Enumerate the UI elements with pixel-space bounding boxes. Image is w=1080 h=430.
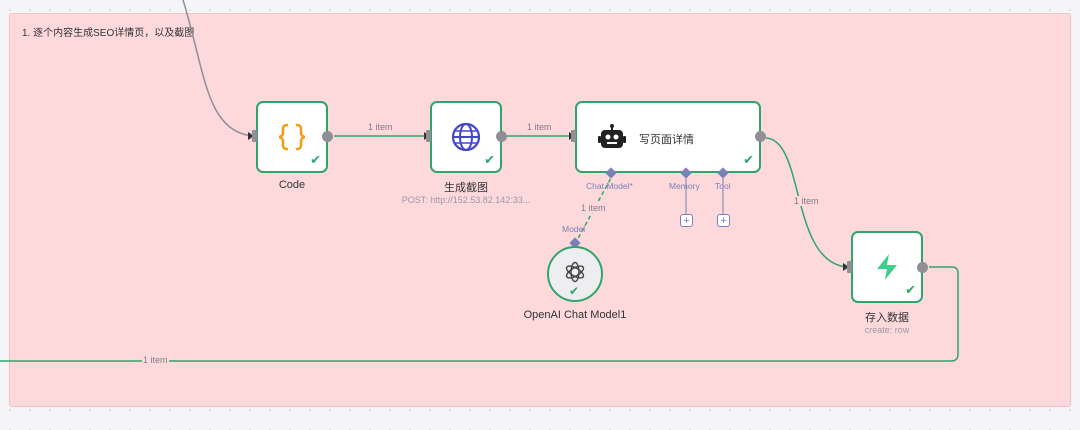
- save-node-subtitle: create: row: [864, 325, 910, 335]
- success-check-icon: ✔: [743, 152, 754, 167]
- incoming-wire: [182, 0, 253, 137]
- agent-output-handle[interactable]: [755, 131, 766, 142]
- success-check-icon: ✔: [569, 284, 580, 298]
- agent-node[interactable]: 写页面详情 ✔: [575, 101, 761, 173]
- tool-port-label: Tool: [715, 181, 731, 191]
- connection-label-2: 1 item: [526, 122, 553, 132]
- success-check-icon: ✔: [484, 152, 495, 167]
- model-port-label: Model: [562, 224, 586, 234]
- openai-node-title: OpenAI Chat Model1: [523, 309, 627, 321]
- wire-save-loop: [0, 266, 959, 362]
- code-input-handle[interactable]: [252, 130, 257, 142]
- openai-icon: [565, 261, 585, 283]
- save-node-title: 存入数据: [865, 312, 909, 324]
- screenshot-output-handle[interactable]: [496, 131, 507, 142]
- sticky-note-text: 1. 逐个内容生成SEO详情页，以及截图: [22, 28, 195, 39]
- connection-label-3: 1 item: [793, 196, 820, 206]
- code-output-handle[interactable]: [322, 131, 333, 142]
- screenshot-input-handle[interactable]: [426, 130, 431, 142]
- screenshot-node-subtitle: POST: http://152.53.82.142:33...: [401, 195, 531, 205]
- code-braces-icon: [278, 123, 306, 151]
- chat-model-port-label: Chat Model*: [586, 181, 633, 191]
- memory-port-label: Memory: [669, 181, 700, 191]
- connection-label-1: 1 item: [367, 122, 394, 132]
- success-check-icon: ✔: [905, 282, 916, 297]
- code-node-title: Code: [278, 179, 306, 191]
- supabase-icon: [877, 254, 897, 280]
- save-input-handle[interactable]: [847, 261, 852, 273]
- code-node[interactable]: ✔: [256, 101, 328, 173]
- connection-label-5: 1 item: [142, 355, 169, 365]
- globe-icon: [451, 122, 481, 152]
- openai-chat-model-node[interactable]: ✔: [547, 246, 603, 302]
- add-tool-button[interactable]: +: [717, 214, 730, 227]
- success-check-icon: ✔: [310, 152, 321, 167]
- add-memory-button[interactable]: +: [680, 214, 693, 227]
- save-output-handle[interactable]: [917, 262, 928, 273]
- screenshot-node-title: 生成截图: [444, 182, 488, 194]
- robot-icon: [598, 124, 626, 148]
- agent-input-handle[interactable]: [571, 130, 576, 142]
- connection-label-4: 1 item: [580, 203, 607, 213]
- sticky-note[interactable]: 1. 逐个内容生成SEO详情页，以及截图: [9, 13, 1071, 407]
- save-data-node[interactable]: ✔: [851, 231, 923, 303]
- agent-node-title: 写页面详情: [639, 134, 694, 146]
- screenshot-node[interactable]: ✔: [430, 101, 502, 173]
